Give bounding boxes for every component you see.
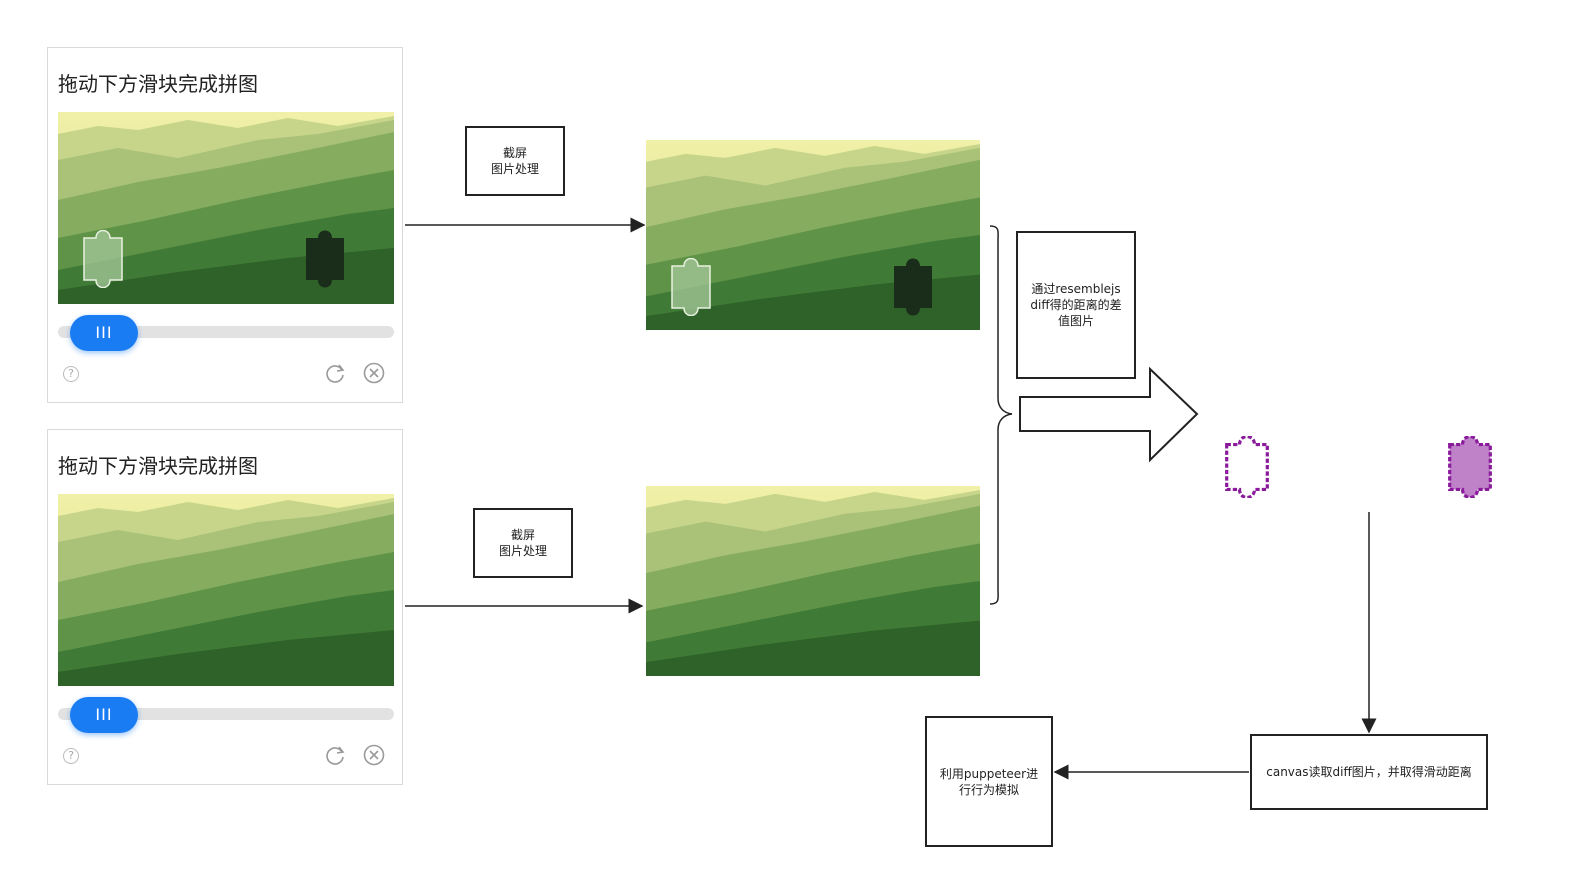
refresh-icon[interactable] [324,744,346,766]
diff-outline-piece [1225,436,1269,498]
close-icon[interactable] [363,744,385,766]
puzzle-piece [671,258,711,316]
slider-handle[interactable]: III [70,697,138,733]
resemblejs-diff-box: 通过resemblejs diff得的距离的差 值图片 [1016,231,1136,379]
puzzle-slot [306,230,344,288]
captcha-title: 拖动下方滑块完成拼图 [58,72,258,96]
canvas-read-box: canvas读取diff图片，并取得滑动距离 [1250,734,1488,810]
help-icon[interactable]: ? [63,366,79,382]
processed-image-clean [646,486,980,676]
help-icon[interactable]: ? [63,748,79,764]
slider-handle[interactable]: III [70,315,138,351]
diff-outline-slot [1448,436,1492,498]
slider-track[interactable] [58,708,394,720]
puppeteer-simulation-box: 利用puppeteer进 行行为模拟 [925,716,1053,847]
captcha-image [58,112,394,304]
captcha-panel-1: 拖动下方滑块完成拼图 III ? [47,47,403,403]
puzzle-piece [83,230,123,288]
captcha-title: 拖动下方滑块完成拼图 [58,454,258,478]
slider-track[interactable] [58,326,394,338]
captcha-panel-2: 拖动下方滑块完成拼图 III ? [47,429,403,785]
close-icon[interactable] [363,362,385,384]
refresh-icon[interactable] [324,362,346,384]
captcha-image [58,494,394,686]
big-right-arrow [1019,366,1199,463]
screenshot-step-box-2: 截屏 图片处理 [473,508,573,578]
screenshot-step-box-1: 截屏 图片处理 [465,126,565,196]
processed-image-with-piece [646,140,980,330]
puzzle-slot [894,258,932,316]
merge-brace [989,225,1013,605]
